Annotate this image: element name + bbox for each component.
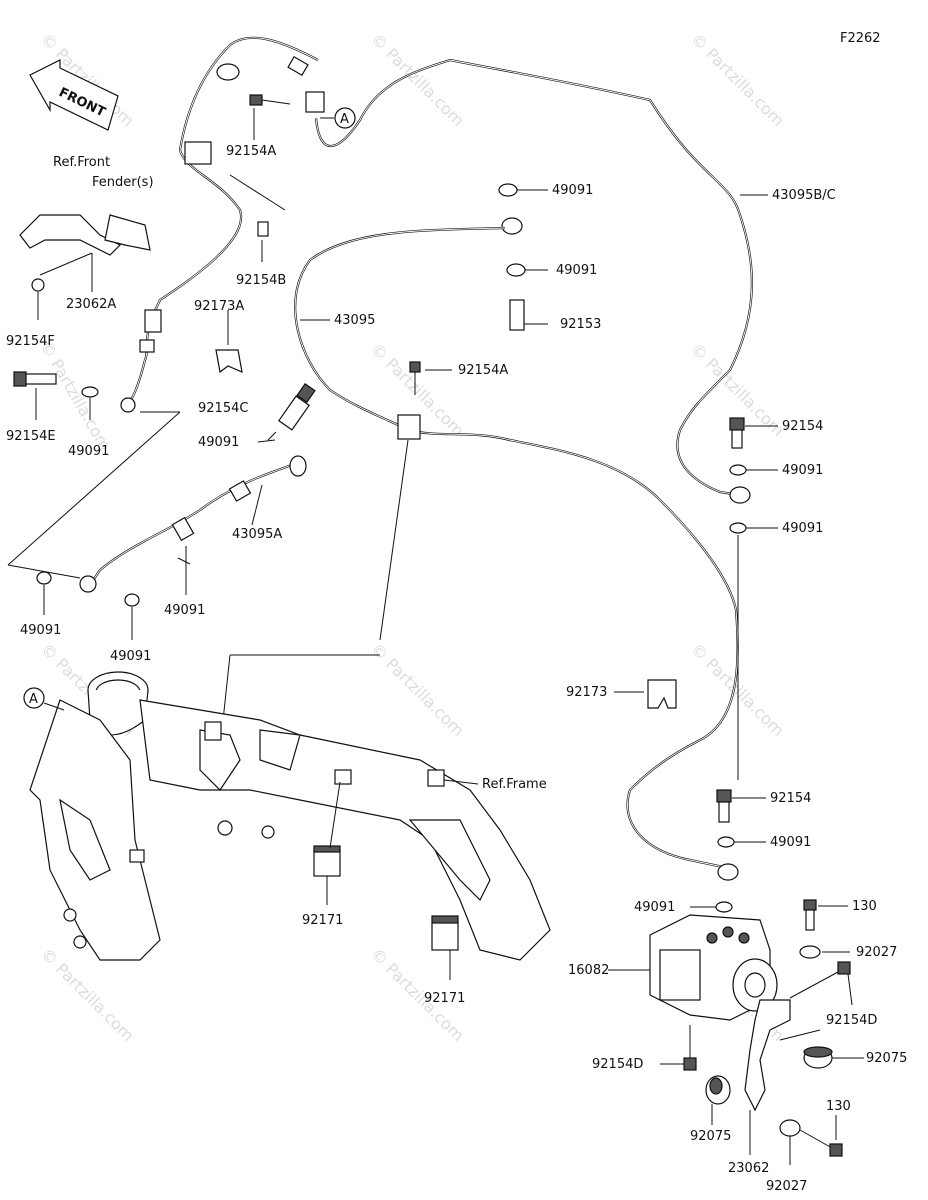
grommet-92075-right [779,1029,864,1069]
label-49091: 49091 [198,435,239,450]
callout-a-frame: A [23,687,65,711]
label-49091: 49091 [552,183,593,198]
watermark-text: © Partzilla.com [367,639,468,740]
label-49091: 49091 [20,623,61,638]
label-43095b-c: 43095B/C [772,188,836,203]
label-92027: 92027 [766,1179,807,1194]
label-49091: 49091 [110,649,151,664]
bolt-92154b [229,174,286,262]
banjo-bolt-right-upper [729,417,778,780]
label-130: 130 [852,899,877,914]
frame [29,654,551,961]
label-49091: 49091 [164,603,205,618]
label-92171: 92171 [302,913,343,928]
bolt-92154c [278,382,316,431]
label-92171: 92171 [424,991,465,1006]
label-16082: 16082 [568,963,609,978]
bolt-130-bottom [779,1115,843,1165]
brake-line-43095bc [314,58,754,497]
label-49091: 49091 [634,900,675,915]
callout-a-top: A [320,107,356,129]
label-130: 130 [826,1099,851,1114]
label-ref-frame: Ref.Frame [482,777,547,792]
label-49091: 49091 [556,263,597,278]
washers-49091-lower-left [7,411,181,640]
abs-hydraulic-unit [608,914,778,1021]
label-92173: 92173 [566,685,607,700]
bolt-92154a-top [249,91,325,140]
label-92154b: 92154B [236,273,286,288]
callout-a-label: A [29,692,38,707]
bolt-92154e [13,371,99,420]
front-fender-bracket [19,214,151,320]
figure-code: F2262 [840,31,881,46]
grommet-92171-left [313,781,341,905]
grommet-92171-right [431,915,459,980]
bolt-130-top [799,899,850,959]
watermark-text: © Partzilla.com [687,29,788,130]
bolt-92154d-left [660,1025,697,1071]
label-92075: 92075 [866,1051,907,1066]
label-ref-front-fender: Ref.Front [53,155,110,170]
banjo-fitting-center [498,183,548,331]
label-92154f: 92154F [6,334,55,349]
callout-a-label: A [340,112,349,127]
label-43095: 43095 [334,313,375,328]
banjo-bolt-right-lower [690,789,766,913]
label-92154: 92154 [770,791,811,806]
bolt-92154d-right [789,961,853,1006]
label-92027: 92027 [856,945,897,960]
label-23062a: 23062A [66,297,116,312]
label-49091: 49091 [782,521,823,536]
label-49091: 49091 [68,444,109,459]
abs-bracket-23062 [744,999,791,1155]
label-92154: 92154 [782,419,823,434]
label-92154d: 92154D [592,1057,643,1072]
label-92173a: 92173A [194,299,244,314]
clip-92173a [215,310,243,374]
clip-92173 [614,679,677,709]
label-23062: 23062 [728,1161,769,1176]
label-92153: 92153 [560,317,601,332]
label-92075: 92075 [690,1129,731,1144]
label-92154c: 92154C [198,401,248,416]
label-49091: 49091 [770,835,811,850]
joint-clamp-mid [379,361,452,641]
label-92154e: 92154E [6,429,56,444]
watermark-text: © Partzilla.com [367,29,468,130]
label-92154d: 92154D [826,1013,877,1028]
label-92154a: 92154A [226,144,276,159]
brake-hose-43095a [79,455,307,595]
label-92154a: 92154A [458,363,508,378]
front-brake-hose-upper [120,36,319,413]
grommet-92075-bottom [705,1075,731,1125]
label-43095a: 43095A [232,527,282,542]
label-ref-front-fender-line2: Fender(s) [92,175,154,190]
label-49091: 49091 [782,463,823,478]
